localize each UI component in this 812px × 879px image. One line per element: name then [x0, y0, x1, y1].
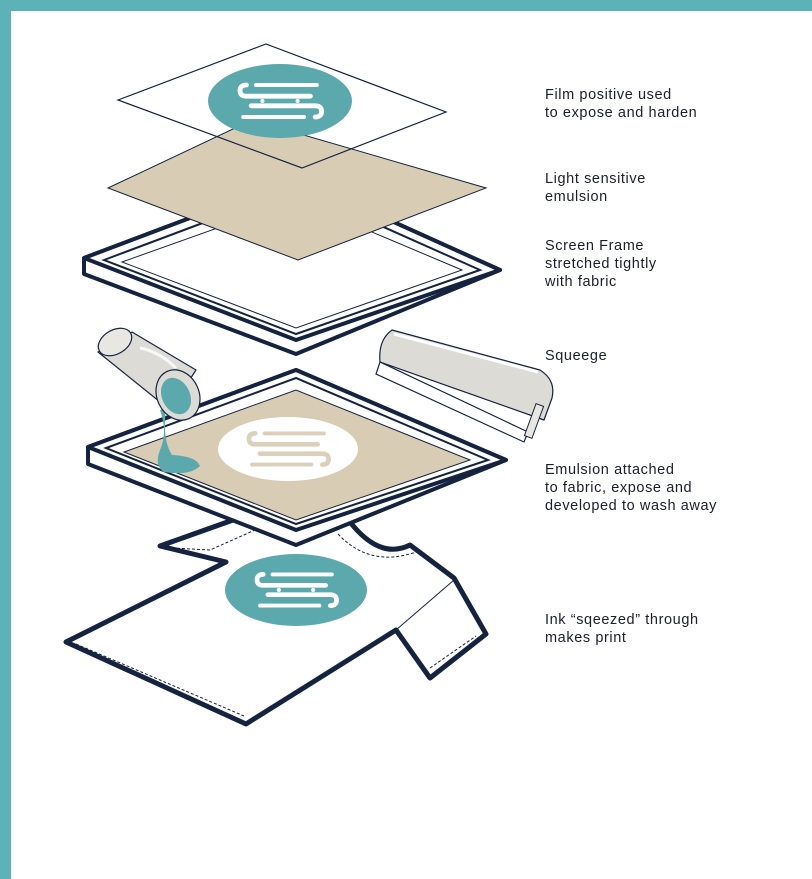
logo-icon [225, 554, 367, 626]
emulsion-sheet [106, 119, 488, 261]
label-film-positive: Film positive used to expose and harden [545, 87, 698, 121]
logo-icon [208, 64, 352, 138]
label-emulsion-attached: Emulsion attached to fabric, expose and … [545, 462, 717, 514]
screen-frame [82, 176, 502, 356]
squeegee-icon [375, 329, 554, 443]
label-emulsion: Light sensitive emulsion [545, 171, 646, 205]
tshirt-icon [63, 491, 489, 727]
label-squeegee: Squeege [545, 348, 608, 364]
label-screen-frame: Screen Frame stretched tightly with fabr… [545, 238, 657, 290]
film-positive [116, 43, 448, 169]
paint-can-icon [97, 327, 201, 474]
label-ink-print: Ink “sqeezed” through makes print [545, 612, 699, 646]
